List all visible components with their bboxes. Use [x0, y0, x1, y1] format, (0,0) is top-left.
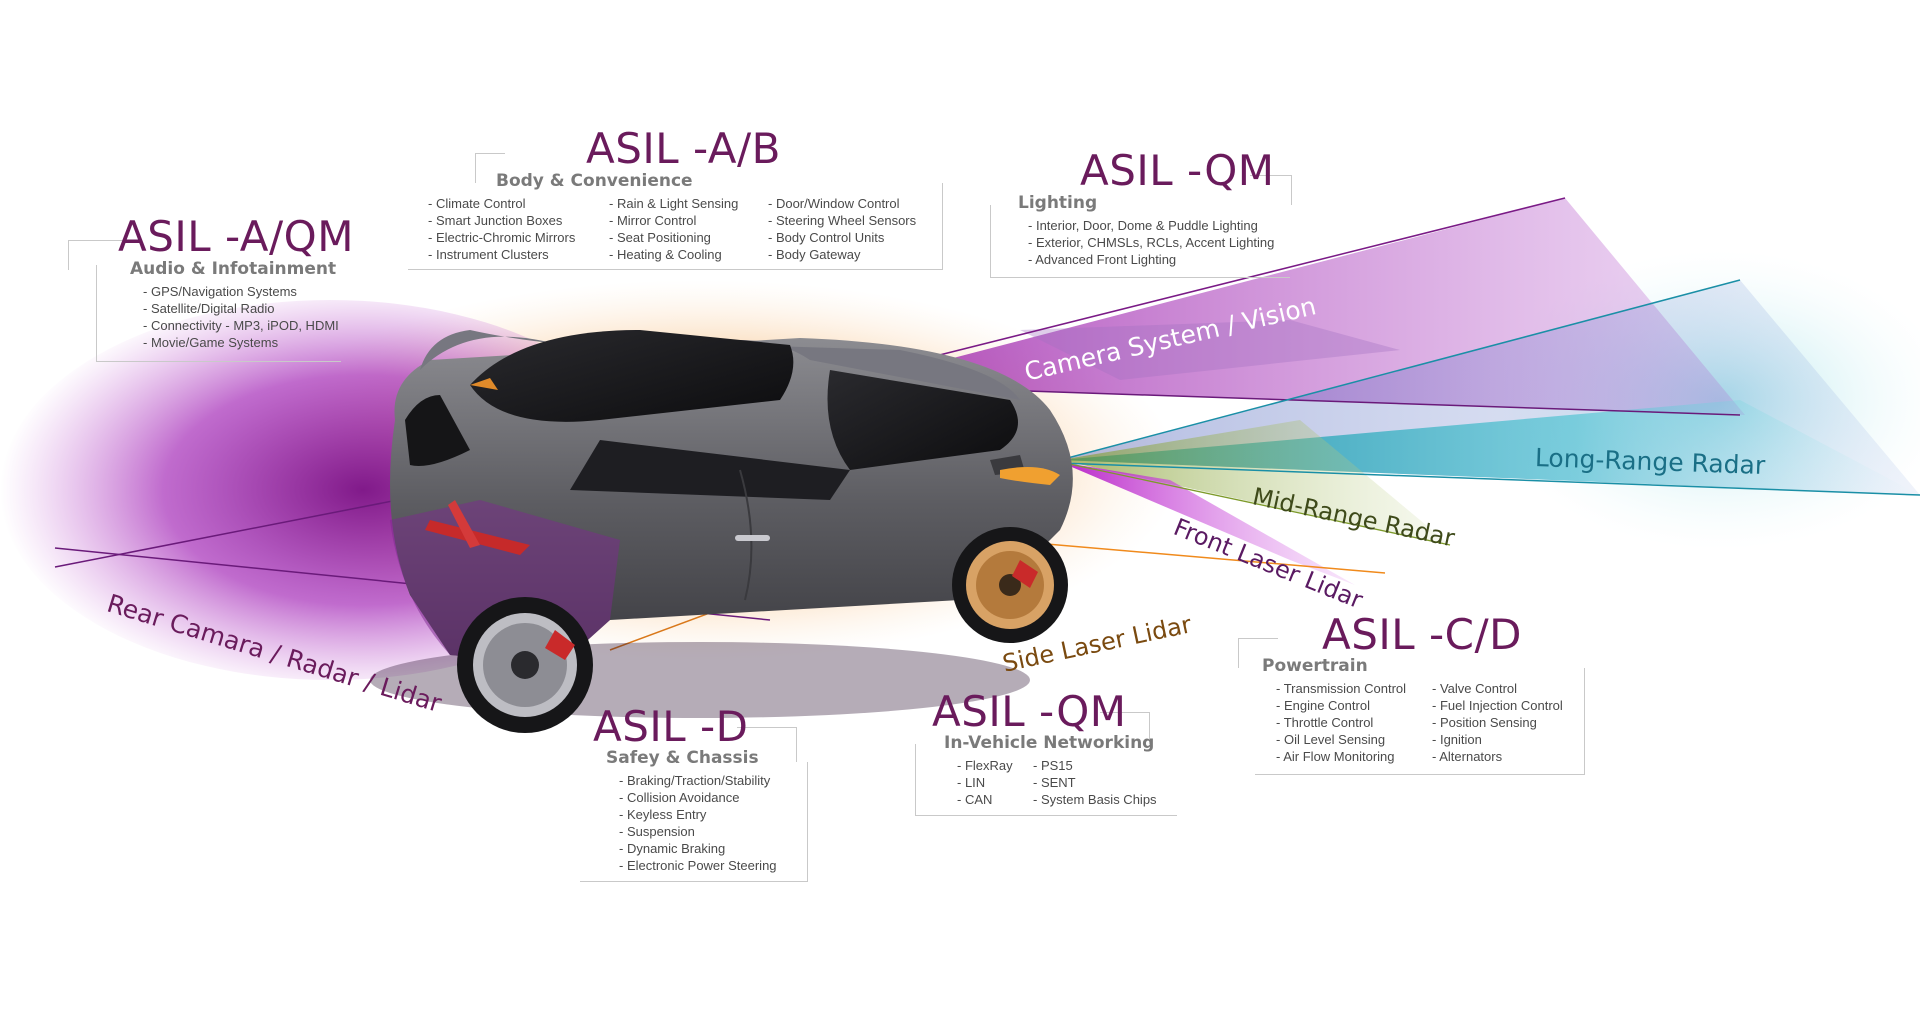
item-list-audio: GPS/Navigation Systems Satellite/Digital… [143, 283, 339, 351]
item-list-body-col3: Door/Window Control Steering Wheel Senso… [768, 195, 916, 263]
list-item: Air Flow Monitoring [1276, 748, 1406, 765]
list-item: Body Gateway [768, 246, 916, 263]
category-audio: Audio & Infotainment [130, 259, 337, 279]
bracket-audio-top [68, 240, 123, 270]
list-item: Seat Positioning [609, 229, 738, 246]
asil-title-lighting: ASIL -QM [1080, 146, 1275, 195]
list-item: Connectivity - MP3, iPOD, HDMI [143, 317, 339, 334]
category-network: In-Vehicle Networking [944, 733, 1155, 753]
list-item: System Basis Chips [1033, 791, 1157, 808]
list-item: Fuel Injection Control [1432, 697, 1563, 714]
category-safety: Safey & Chassis [606, 748, 759, 768]
asil-title-audio: ASIL -A/QM [118, 212, 354, 261]
list-item: Electronic Power Steering [619, 857, 777, 874]
asil-title-safety: ASIL -D [593, 702, 749, 751]
bracket-audio [96, 265, 341, 362]
asil-title-body: ASIL -A/B [586, 124, 781, 173]
item-list-network-col2: PS15 SENT System Basis Chips [1033, 757, 1157, 808]
item-list-body-col2: Rain & Light Sensing Mirror Control Seat… [609, 195, 738, 263]
list-item: Exterior, CHMSLs, RCLs, Accent Lighting [1028, 234, 1274, 251]
list-item: Door/Window Control [768, 195, 916, 212]
asil-title-powertrain: ASIL -C/D [1322, 610, 1523, 659]
list-item: Alternators [1432, 748, 1563, 765]
category-body: Body & Convenience [496, 171, 693, 191]
list-item: Smart Junction Boxes [428, 212, 575, 229]
car-illustration [370, 330, 1073, 733]
list-item: Valve Control [1432, 680, 1563, 697]
list-item: Collision Avoidance [619, 789, 777, 806]
list-item: SENT [1033, 774, 1157, 791]
item-list-lighting: Interior, Door, Dome & Puddle Lighting E… [1028, 217, 1274, 268]
item-list-network-col1: FlexRay LIN CAN [957, 757, 1013, 808]
bracket-lighting [990, 205, 1290, 278]
list-item: Interior, Door, Dome & Puddle Lighting [1028, 217, 1274, 234]
list-item: Engine Control [1276, 697, 1406, 714]
list-item: Steering Wheel Sensors [768, 212, 916, 229]
list-item: LIN [957, 774, 1013, 791]
list-item: Transmission Control [1276, 680, 1406, 697]
list-item: Throttle Control [1276, 714, 1406, 731]
list-item: Climate Control [428, 195, 575, 212]
list-item: Rain & Light Sensing [609, 195, 738, 212]
bracket-network [915, 744, 1177, 816]
bracket-lighting-top [1250, 175, 1292, 205]
list-item: Movie/Game Systems [143, 334, 339, 351]
list-item: Advanced Front Lighting [1028, 251, 1274, 268]
category-lighting: Lighting [1018, 193, 1098, 213]
bracket-powertrain [1255, 668, 1585, 775]
list-item: Body Control Units [768, 229, 916, 246]
list-item: Satellite/Digital Radio [143, 300, 339, 317]
list-item: Dynamic Braking [619, 840, 777, 857]
list-item: Electric-Chromic Mirrors [428, 229, 575, 246]
asil-title-network: ASIL -QM [932, 687, 1127, 736]
bracket-powertrain-top [1238, 638, 1278, 668]
list-item: CAN [957, 791, 1013, 808]
list-item: GPS/Navigation Systems [143, 283, 339, 300]
item-list-body-col1: Climate Control Smart Junction Boxes Ele… [428, 195, 575, 263]
bracket-safety [580, 762, 808, 882]
bracket-body-top [475, 153, 505, 183]
list-item: Braking/Traction/Stability [619, 772, 777, 789]
bracket-safety-top [737, 727, 797, 762]
list-item: Oil Level Sensing [1276, 731, 1406, 748]
list-item: Position Sensing [1432, 714, 1563, 731]
list-item: Heating & Cooling [609, 246, 738, 263]
list-item: Instrument Clusters [428, 246, 575, 263]
category-powertrain: Powertrain [1262, 656, 1368, 676]
bracket-network-top [1100, 712, 1150, 744]
list-item: Mirror Control [609, 212, 738, 229]
item-list-powertrain-col1: Transmission Control Engine Control Thro… [1276, 680, 1406, 765]
item-list-safety: Braking/Traction/Stability Collision Avo… [619, 772, 777, 874]
list-item: Keyless Entry [619, 806, 777, 823]
list-item: PS15 [1033, 757, 1157, 774]
list-item: FlexRay [957, 757, 1013, 774]
bracket-body [408, 183, 943, 270]
list-item: Suspension [619, 823, 777, 840]
list-item: Ignition [1432, 731, 1563, 748]
item-list-powertrain-col2: Valve Control Fuel Injection Control Pos… [1432, 680, 1563, 765]
